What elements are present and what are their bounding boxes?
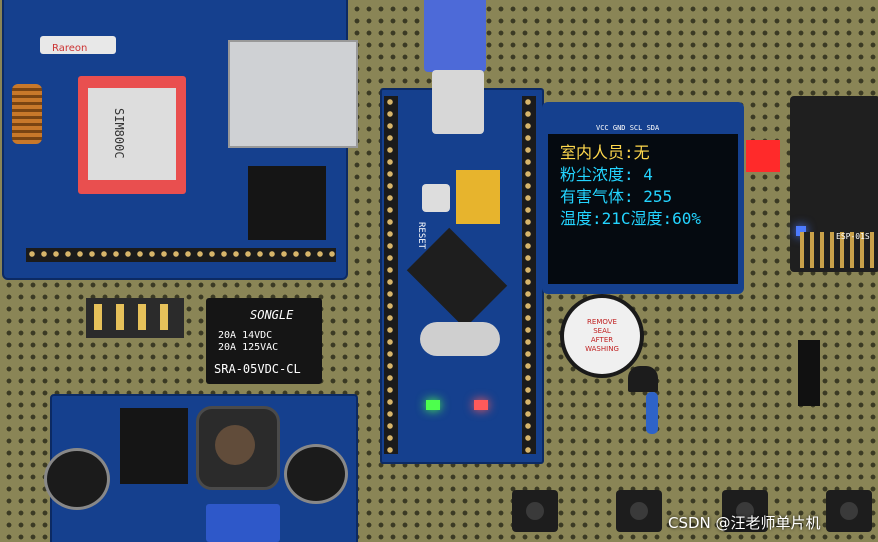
oled-screen: 室内人员:无 粉尘浓度: 4 有害气体: 255 温度:21C湿度:60% [548, 134, 738, 284]
oled-header-label: VCC GND SCL SDA [596, 124, 660, 132]
stm32-pins-left [384, 96, 398, 454]
gsm-chip: SIM800C [78, 76, 186, 194]
gsm-header-pins [26, 248, 336, 262]
reset-button[interactable] [422, 184, 450, 212]
led-red [474, 400, 488, 410]
buzzer-sticker-1: REMOVE [587, 318, 617, 326]
esp01s-label: ESP-01S [836, 232, 870, 241]
oled-line-gas: 有害气体: 255 [560, 187, 673, 206]
oled-line-occupancy: 室内人员:无 [560, 143, 650, 162]
oled-line-temp-humidity: 温度:21C湿度:60% [560, 209, 702, 228]
crystal [420, 322, 500, 356]
gsm-brand-label: Rareon [52, 43, 88, 54]
reset-label: RESET [416, 222, 426, 250]
watermark: CSDN @汪老师单片机 [668, 514, 821, 532]
boot-jumpers [456, 170, 500, 224]
buzzer-sticker-4: WASHING [585, 345, 619, 353]
buzzer-sticker-3: AFTER [590, 336, 614, 344]
buck-chip [120, 408, 188, 484]
relay-spec-1: 20A 14VDC [218, 330, 273, 341]
sim-card-slot [228, 40, 358, 148]
usb-port [432, 70, 484, 134]
female-header [798, 340, 820, 406]
gsm-chip-label: SIM800C [112, 108, 126, 159]
relay-spec-2: 20A 125VAC [218, 342, 279, 353]
oled-line-dust: 粉尘浓度: 4 [560, 165, 653, 184]
capacitor-left [44, 448, 110, 510]
red-tag [746, 140, 780, 172]
push-button-4[interactable] [826, 490, 872, 532]
inductor [196, 406, 280, 490]
gsm-brand-sticker: Rareon [40, 36, 116, 54]
capacitor-right [284, 444, 348, 504]
relay: SONGLE 20A 14VDC 20A 125VAC SRA-05VDC-CL [206, 298, 322, 384]
resistor [646, 392, 658, 434]
esp01s-antenna [800, 232, 874, 268]
usb-cable [424, 0, 486, 72]
esp01s-led [796, 226, 806, 236]
led-green [426, 400, 440, 410]
transistor [628, 366, 658, 392]
potentiometer [206, 504, 280, 542]
buzzer-sticker-2: SEAL [593, 327, 611, 335]
power-regulator-chip [248, 166, 326, 240]
stm32-pins-right [522, 96, 536, 454]
relay-brand: SONGLE [250, 308, 294, 322]
push-button-2[interactable] [616, 490, 662, 532]
buzzer: REMOVE SEAL AFTER WASHING [560, 294, 644, 378]
relay-model: SRA-05VDC-CL [214, 362, 301, 376]
push-button-3[interactable] [722, 490, 768, 532]
push-button-1[interactable] [512, 490, 558, 532]
pin-header-block [86, 298, 184, 338]
gsm-antenna-coil [12, 84, 42, 144]
